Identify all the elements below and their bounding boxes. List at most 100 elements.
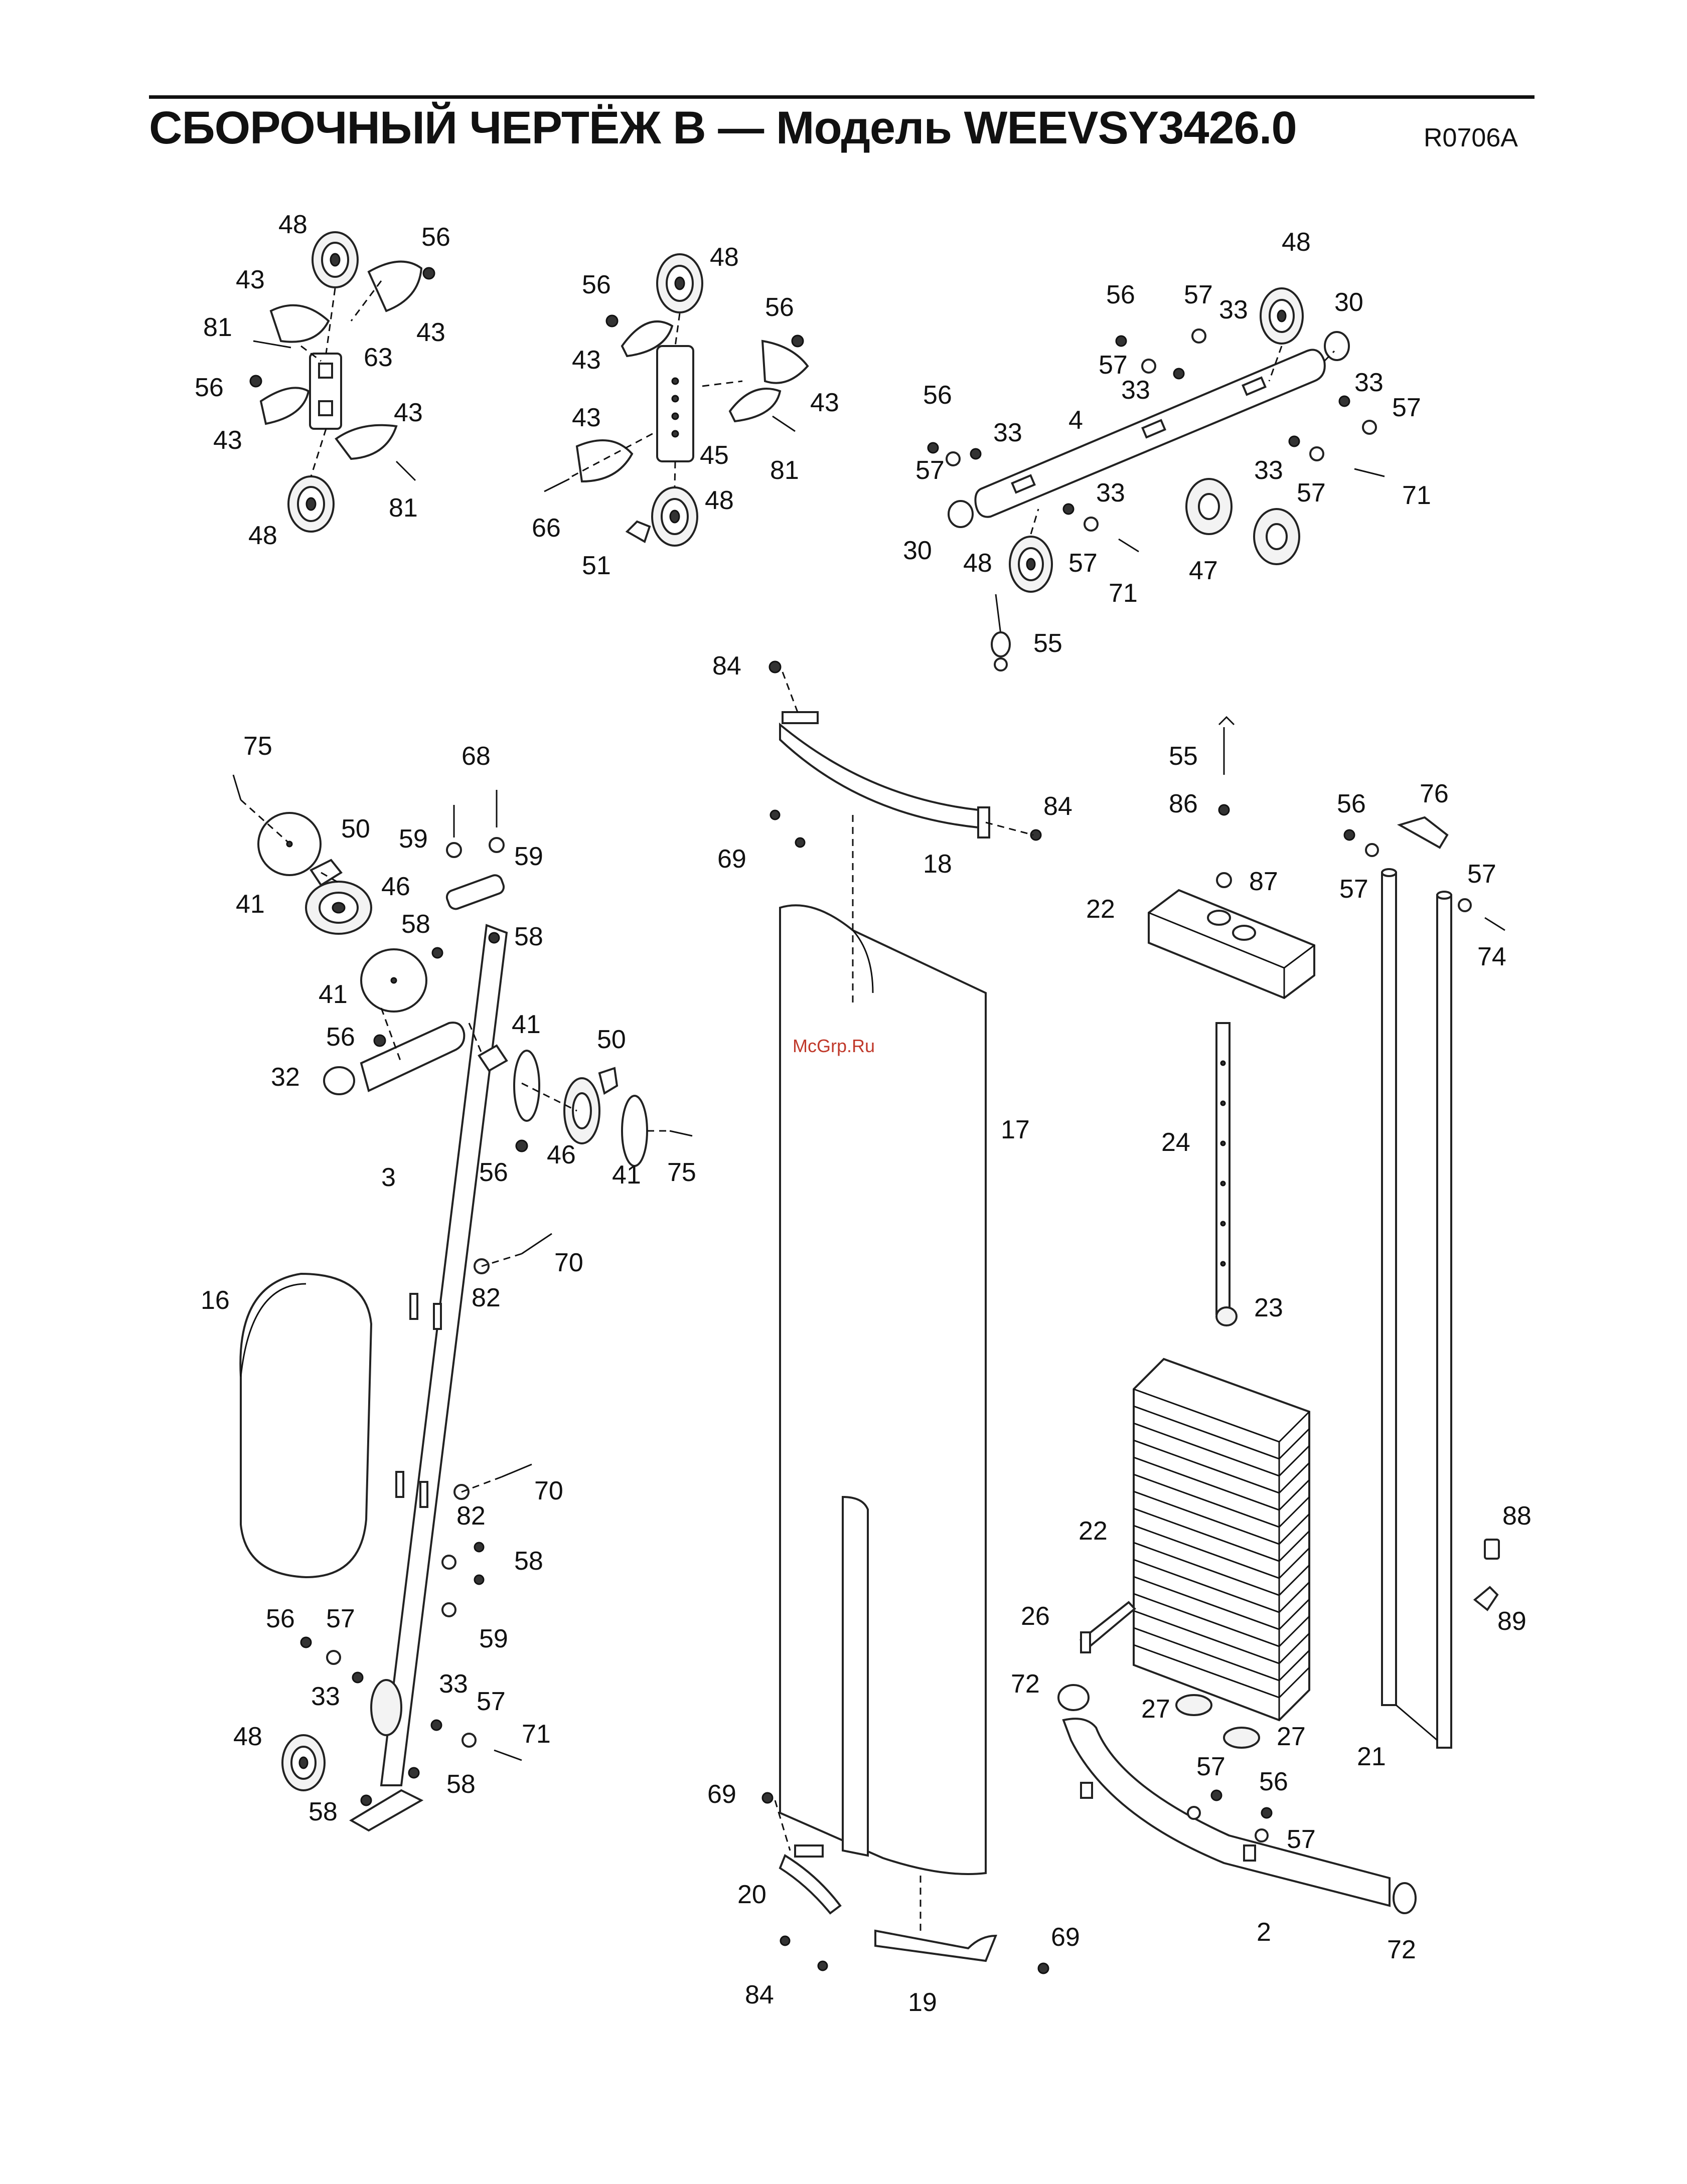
nut-58-a bbox=[431, 947, 443, 959]
top-bracket-3 bbox=[445, 874, 505, 910]
upper-pulley-bracket-assembly bbox=[249, 231, 435, 533]
bolt-66 bbox=[544, 478, 570, 492]
part-label: 19 bbox=[908, 1988, 937, 2017]
part-label: 88 bbox=[1502, 1501, 1531, 1531]
spacer-33-d bbox=[1288, 435, 1300, 447]
part-label: 41 bbox=[319, 980, 348, 1009]
part-label: 55 bbox=[1033, 629, 1062, 658]
part-label: 33 bbox=[311, 1682, 340, 1711]
part-label: 57 bbox=[1467, 860, 1496, 889]
bracket-18 bbox=[779, 722, 979, 829]
part-label: 71 bbox=[522, 1720, 551, 1749]
nut-56-g bbox=[373, 1034, 386, 1047]
bracket-50-c bbox=[598, 1067, 619, 1095]
part-label: 56 bbox=[1106, 280, 1135, 309]
spacer-33-c bbox=[970, 448, 982, 460]
washer-57-k bbox=[1365, 843, 1379, 857]
part-label: 43 bbox=[810, 388, 839, 417]
part-label: 58 bbox=[309, 1797, 338, 1826]
nut-56-e bbox=[1115, 335, 1127, 347]
title-rule bbox=[149, 95, 1535, 99]
drawing-code: R0706A bbox=[1424, 123, 1518, 152]
screw-84-b bbox=[1030, 829, 1042, 841]
bracket-plate-43-g bbox=[728, 388, 782, 423]
part-label: 70 bbox=[534, 1476, 563, 1505]
screw-84-a bbox=[769, 660, 782, 674]
part-label: 3 bbox=[381, 1163, 396, 1192]
part-label: 56 bbox=[1259, 1767, 1288, 1796]
part-label: 33 bbox=[439, 1669, 468, 1699]
part-label: 33 bbox=[1121, 376, 1150, 405]
part-label: 45 bbox=[700, 441, 729, 470]
bracket-plate-43-e bbox=[621, 320, 674, 358]
bolt-74 bbox=[1484, 917, 1505, 931]
bolt-76 bbox=[1397, 816, 1449, 849]
part-label: 46 bbox=[547, 1140, 576, 1169]
part-label: 30 bbox=[903, 536, 932, 565]
part-label: 57 bbox=[1099, 351, 1128, 380]
part-label: 71 bbox=[1402, 481, 1431, 510]
bracket-19 bbox=[874, 1929, 997, 1962]
part-label: 87 bbox=[1249, 867, 1278, 896]
nut-58-b bbox=[488, 932, 500, 944]
part-label: 50 bbox=[341, 814, 370, 844]
part-label: 57 bbox=[1184, 280, 1213, 309]
part-label: 76 bbox=[1420, 779, 1449, 808]
part-label: 74 bbox=[1477, 942, 1506, 971]
part-label: 81 bbox=[203, 313, 232, 342]
left-column-assembly bbox=[232, 774, 693, 1832]
bushing-23 bbox=[1215, 1306, 1238, 1326]
part-label: 18 bbox=[923, 850, 952, 879]
guide-rod-21-a bbox=[1381, 872, 1397, 1706]
part-label: 48 bbox=[278, 210, 308, 239]
part-label: 84 bbox=[745, 1980, 774, 2009]
bracket-plate-43-f bbox=[761, 340, 809, 384]
part-label: 56 bbox=[479, 1158, 508, 1187]
part-label: 72 bbox=[1387, 1935, 1416, 1964]
part-label: 43 bbox=[213, 426, 242, 455]
bolt-70-b bbox=[501, 1463, 532, 1478]
washer-57-g bbox=[326, 1650, 341, 1665]
part-label: 58 bbox=[401, 910, 430, 939]
washer-57-h bbox=[462, 1733, 477, 1748]
shroud-assembly bbox=[761, 660, 1049, 1974]
part-label: 56 bbox=[582, 270, 611, 299]
bolt-71-c bbox=[494, 1749, 522, 1761]
part-label: 57 bbox=[1297, 478, 1326, 508]
screw-84-d bbox=[817, 1960, 828, 1971]
part-label: 81 bbox=[770, 456, 799, 485]
pulley-48-top-center bbox=[656, 253, 703, 313]
part-label: 72 bbox=[1011, 1669, 1040, 1699]
part-label: 43 bbox=[416, 318, 445, 347]
pin-26-handle bbox=[1080, 1631, 1091, 1653]
nut-86 bbox=[1218, 804, 1230, 816]
pulley-guard-41-b bbox=[360, 948, 427, 1013]
part-label: 50 bbox=[597, 1025, 626, 1054]
part-label: 4 bbox=[1068, 406, 1083, 435]
washer-87 bbox=[1216, 872, 1232, 888]
part-label: 56 bbox=[923, 381, 952, 410]
part-label: 57 bbox=[1068, 549, 1098, 578]
center-pulley-bracket-assembly bbox=[544, 253, 809, 547]
selector-cable-55 bbox=[1218, 716, 1235, 775]
cable-55-top bbox=[991, 594, 1011, 671]
washer-59-b bbox=[489, 837, 505, 853]
screw-69-a bbox=[770, 809, 781, 820]
guide-rods-assembly bbox=[1343, 816, 1505, 1749]
nut-58-f bbox=[408, 1767, 420, 1779]
endcap-30-b bbox=[948, 500, 974, 528]
part-labels: 48 56 43 43 81 63 56 43 43 81 48 56 48 5… bbox=[195, 210, 1531, 2017]
spacer-33-a bbox=[1173, 368, 1185, 380]
part-label: 24 bbox=[1161, 1128, 1190, 1157]
part-label: 33 bbox=[1254, 456, 1283, 485]
spacer-33-b bbox=[1338, 395, 1350, 407]
shroud-slot bbox=[842, 1495, 869, 1857]
part-label: 48 bbox=[1282, 228, 1311, 257]
part-label: 59 bbox=[479, 1624, 508, 1653]
washer-59-a bbox=[446, 842, 462, 858]
part-label: 58 bbox=[514, 1547, 543, 1576]
bracket-plate-43-a bbox=[367, 260, 423, 312]
part-label: 58 bbox=[446, 1770, 476, 1799]
bracket-plate-43-h bbox=[575, 439, 634, 483]
pulley-guard-41-d bbox=[621, 1095, 648, 1167]
